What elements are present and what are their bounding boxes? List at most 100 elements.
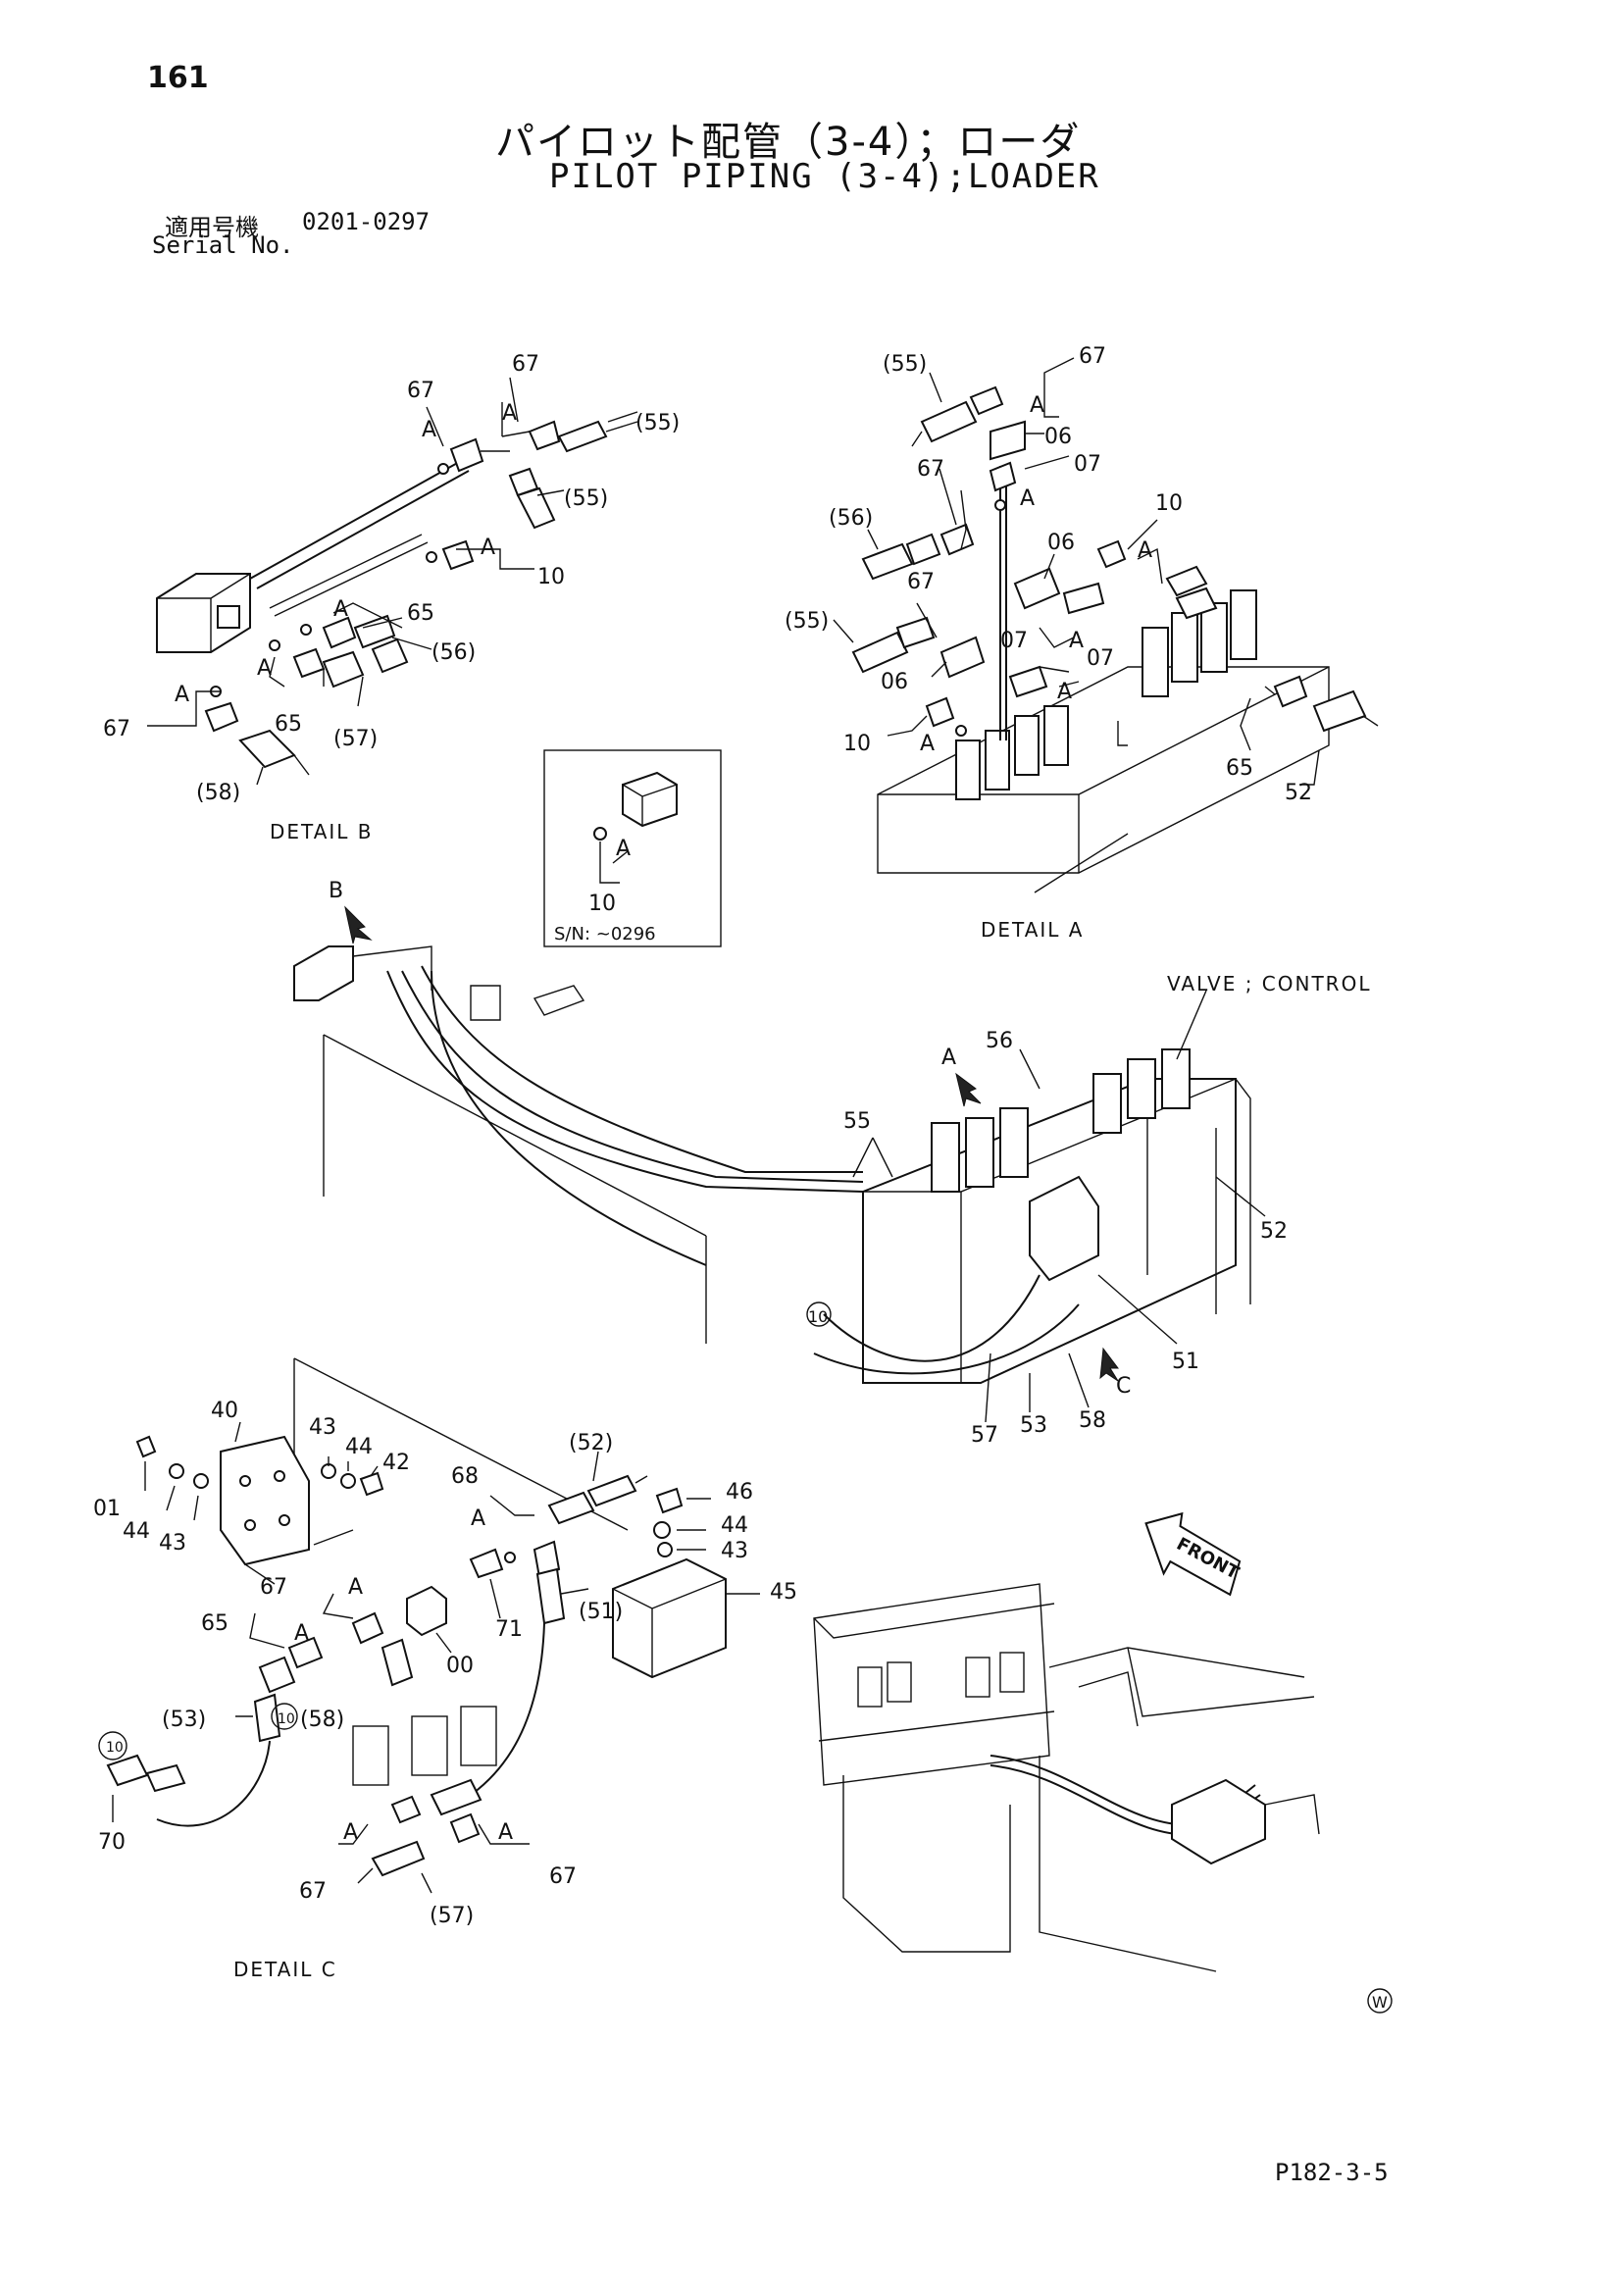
detail-c-label: 70 xyxy=(98,1830,126,1855)
detail-b-label: A xyxy=(422,418,436,442)
detail-c-label: (57) xyxy=(430,1904,474,1928)
detail-c-label: (58) xyxy=(300,1708,344,1732)
page-title-english: PILOT PIPING (3-4);LOADER xyxy=(549,157,1100,196)
detail-a-label: 67 xyxy=(1079,344,1106,369)
detail-a-label: (56) xyxy=(829,506,873,531)
detail-c-label: 65 xyxy=(201,1611,228,1636)
front-arrow: FRONT xyxy=(1144,1511,1243,1597)
detail-a-label: (55) xyxy=(785,609,829,634)
detail-a-label: 07 xyxy=(1087,646,1114,671)
main-assembly-labels: 56 55 52 51 57 53 58 10 VALVE ; CONTROL xyxy=(808,972,1369,1448)
page-number: 161 xyxy=(147,61,209,95)
detail-c-label: 67 xyxy=(260,1575,287,1600)
detail-b-label: 65 xyxy=(275,712,302,737)
detail-c-label: A xyxy=(343,1820,358,1845)
main-label: 51 xyxy=(1172,1350,1199,1374)
detail-a-label: 06 xyxy=(1047,531,1075,555)
detail-b-label: (56) xyxy=(431,640,476,665)
main-label: 56 xyxy=(986,1029,1013,1053)
detail-c-labels: 40 43 44 42 01 44 43 (52) 46 44 43 68 A … xyxy=(93,1399,797,1981)
detail-c-caption: DETAIL C xyxy=(233,1958,337,1981)
detail-a-label: 65 xyxy=(1226,756,1253,781)
detail-c-label: 46 xyxy=(726,1480,753,1505)
detail-b-label: 67 xyxy=(512,352,539,377)
detail-c-label: 10 xyxy=(278,1711,295,1727)
detail-c-label: 40 xyxy=(211,1399,238,1423)
detail-a-label: A xyxy=(1069,629,1084,653)
serial-label-japanese: 適用号機 xyxy=(165,214,259,241)
detail-a-label: 52 xyxy=(1285,781,1312,805)
serial-range: 0201-0297 xyxy=(302,208,431,235)
detail-a-label: 67 xyxy=(907,570,935,594)
detail-a-label: (55) xyxy=(883,352,927,377)
detail-c-label: 67 xyxy=(299,1879,327,1904)
main-label: 55 xyxy=(843,1109,871,1134)
detail-b-label: (55) xyxy=(635,411,680,435)
detail-a-label: A xyxy=(1030,393,1044,418)
inset-box: A 10 S/N: ~0296 xyxy=(543,749,722,947)
inset-part-label: 10 xyxy=(588,892,616,916)
detail-b-label: (58) xyxy=(196,781,240,805)
detail-c-label: 44 xyxy=(123,1519,150,1544)
detail-b-label: A xyxy=(481,536,495,560)
detail-c-label: A xyxy=(498,1820,513,1845)
detail-a-label: 06 xyxy=(1044,425,1072,449)
page-title-japanese: パイロット配管（3-4）；ローダ xyxy=(495,120,1082,165)
w-mark-label: W xyxy=(1372,1993,1388,2012)
detail-c-drawing xyxy=(98,1357,760,1894)
detail-c-label: 71 xyxy=(495,1617,523,1642)
detail-a-label: 07 xyxy=(1074,452,1101,477)
detail-a-label: A xyxy=(1057,680,1072,704)
detail-a-label: A xyxy=(920,732,935,756)
detail-a-label: A xyxy=(1138,538,1152,563)
arrow-c-label: C xyxy=(1116,1374,1131,1399)
main-label: 57 xyxy=(971,1423,998,1448)
detail-a-labels: (55) 67 A 06 07 67 A (56) 06 10 A 67 (55… xyxy=(785,344,1312,942)
detail-b-label: 67 xyxy=(103,717,130,741)
detail-a-label: 07 xyxy=(1000,629,1028,653)
detail-c-label: 43 xyxy=(159,1531,186,1556)
detail-b-label: A xyxy=(502,401,517,426)
detail-c-label: 45 xyxy=(770,1580,797,1605)
detail-b-drawing xyxy=(147,377,638,786)
detail-b-label: 67 xyxy=(407,379,434,403)
detail-c-label: 68 xyxy=(451,1464,479,1489)
detail-c-label: (53) xyxy=(162,1708,206,1732)
arrow-a-label: A xyxy=(941,1046,956,1070)
detail-c-label: 01 xyxy=(93,1497,121,1521)
detail-c-label: 10 xyxy=(106,1740,124,1756)
detail-a-label: 10 xyxy=(843,732,871,756)
detail-c-label: (52) xyxy=(569,1431,613,1455)
detail-c-label: 42 xyxy=(382,1451,410,1475)
detail-a-drawing xyxy=(833,357,1379,893)
detail-b-labels: 67 67 A A (55) (55) 10 A 65 (56) A A 65 … xyxy=(103,352,680,843)
detail-a-label: 10 xyxy=(1155,491,1183,516)
detail-c-label: 43 xyxy=(309,1415,336,1440)
main-label: 53 xyxy=(1020,1413,1047,1438)
arrow-b-label: B xyxy=(329,879,343,903)
inset-note: S/N: ~0296 xyxy=(554,924,656,944)
detail-a-label: 06 xyxy=(881,670,908,694)
inset-a-label: A xyxy=(616,837,631,861)
detail-c-label: (51) xyxy=(579,1600,623,1624)
detail-c-label: 43 xyxy=(721,1539,748,1563)
detail-b-label: A xyxy=(333,597,348,622)
detail-c-label: 00 xyxy=(446,1654,474,1678)
main-label: 52 xyxy=(1260,1219,1288,1244)
detail-b-label: (55) xyxy=(564,486,608,511)
page-code: P182-3-5 xyxy=(1275,2159,1389,2186)
detail-a-caption: DETAIL A xyxy=(981,918,1084,942)
detail-c-label: 67 xyxy=(549,1864,577,1889)
detail-a-label: A xyxy=(1020,486,1035,511)
machine-outline xyxy=(813,1583,1320,1972)
w-mark: W xyxy=(1367,1988,1393,2014)
detail-b-caption: DETAIL B xyxy=(270,820,374,843)
detail-c-label: A xyxy=(294,1621,309,1646)
detail-b-label: 10 xyxy=(537,565,565,589)
detail-b-label: A xyxy=(175,683,189,707)
serial-label-english: Serial No. xyxy=(152,231,294,259)
main-label: 58 xyxy=(1079,1408,1106,1433)
detail-c-label: A xyxy=(348,1575,363,1600)
main-assembly-drawing: B A C xyxy=(293,879,1266,1423)
